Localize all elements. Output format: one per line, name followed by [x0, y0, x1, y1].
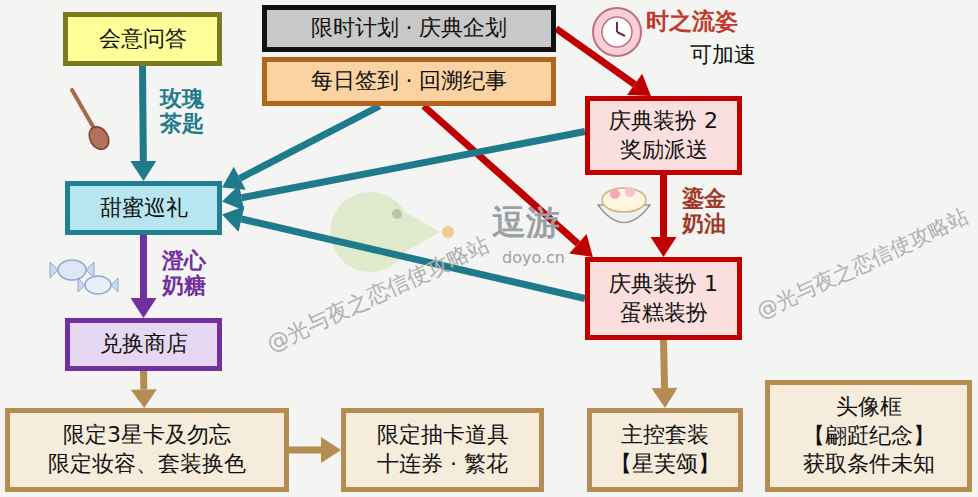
arrow-line [139, 66, 147, 161]
reward-box: 限定抽卡道具十连券 · 繁花 [341, 408, 544, 492]
box-text: 获取条件未知 [803, 450, 935, 479]
watermark: @光与夜之恋信使攻略站 [752, 202, 973, 325]
arrow-head [222, 185, 244, 211]
arrow-line [140, 371, 147, 390]
flow-arrow [289, 437, 341, 463]
event-box: 甜蜜巡礼 [65, 181, 222, 235]
box-text: 蛋糕装扮 [620, 299, 708, 328]
box-text: 兑换商店 [100, 330, 188, 359]
flow-arrow [130, 66, 156, 181]
arrow-line [664, 340, 665, 388]
box-text: 限定妆容、套装换色 [48, 450, 246, 479]
arrow-head [130, 161, 156, 181]
source-box: 每日签到 · 回溯纪事 [262, 57, 556, 106]
candy-icon [50, 260, 118, 294]
event-box: 庆典装扮 1蛋糕装扮 [585, 257, 742, 340]
arrow-head [222, 206, 244, 231]
box-text: 奖励派送 [620, 136, 708, 165]
arrow-head [652, 388, 678, 408]
note-label: 时之流姿 [646, 6, 738, 37]
arrow-head [651, 237, 677, 257]
box-text: 十连券 · 繁花 [377, 450, 508, 479]
box-text: 限定3星卡及勿忘 [63, 421, 231, 450]
cream-bowl-icon [598, 187, 650, 223]
flow-arrow [131, 235, 157, 318]
arrow-line [556, 29, 635, 85]
edge-label: 玫瑰茶匙 [160, 86, 204, 137]
flow-arrow [651, 175, 677, 257]
flow-arrow [424, 106, 593, 257]
box-text: 限时计划 · 庆典企划 [311, 14, 508, 43]
watermark: 逗游 [492, 200, 560, 246]
spoon-icon [72, 90, 113, 153]
box-text: 头像框 [836, 393, 902, 422]
reward-box: 主控套装【星芙颂】 [587, 408, 743, 492]
box-text: 庆典装扮 2 [609, 107, 718, 136]
arrow-line [242, 132, 585, 198]
clock-cake-icon [593, 8, 641, 56]
box-text: 甜蜜巡礼 [100, 194, 188, 223]
event-box: 庆典装扮 2奖励派送 [585, 96, 742, 175]
note-label: 可加速 [690, 40, 756, 70]
reward-box: 头像框【翩跹纪念】获取条件未知 [765, 380, 972, 492]
box-text: 【翩跹纪念】 [803, 422, 935, 451]
arrow-line [140, 235, 147, 298]
shop-box: 兑换商店 [65, 318, 222, 371]
arrow-line [660, 175, 667, 237]
source-box: 会意问答 [63, 12, 222, 66]
flow-arrow [131, 371, 157, 408]
arrow-head [131, 389, 157, 408]
edge-label: 澄心奶糖 [162, 248, 206, 299]
box-text: 会意问答 [99, 25, 187, 54]
box-text: 限定抽卡道具 [377, 421, 509, 450]
arrow-line [289, 447, 321, 454]
arrow-head [569, 234, 593, 257]
arrow-head [222, 167, 246, 190]
reward-box: 限定3星卡及勿忘限定妆容、套装换色 [5, 408, 289, 492]
box-text: 【星芙颂】 [610, 450, 720, 479]
arrow-head [131, 298, 157, 318]
flow-arrow [652, 340, 678, 408]
box-text: 庆典装扮 1 [609, 270, 718, 299]
watermark: doyo.cn [500, 248, 567, 267]
box-text: 主控套装 [621, 421, 709, 450]
arrow-line [240, 106, 380, 178]
source-box: 限时计划 · 庆典企划 [262, 5, 556, 52]
arrow-head [321, 437, 341, 463]
box-text: 每日签到 · 回溯纪事 [311, 67, 508, 96]
edge-label: 鎏金奶油 [682, 186, 726, 237]
arrow-head [627, 74, 651, 96]
flow-arrow [222, 132, 585, 211]
flow-arrow [556, 29, 651, 97]
